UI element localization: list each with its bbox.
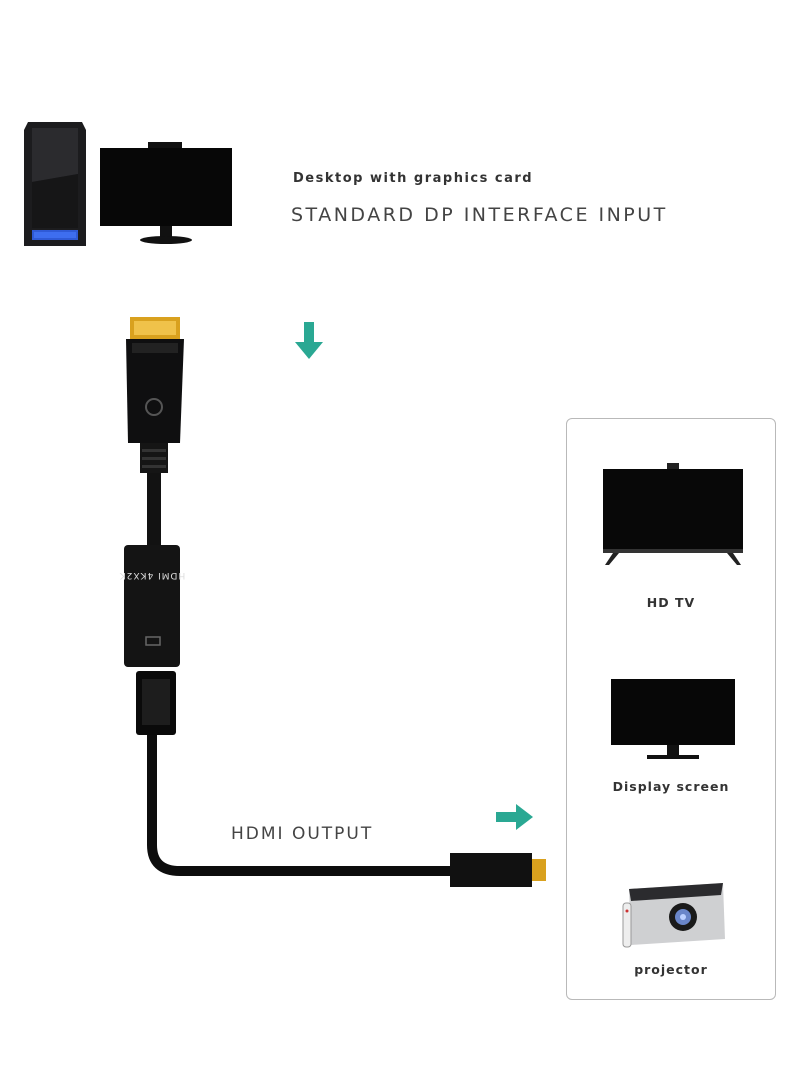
right-arrow-icon xyxy=(496,804,533,830)
device-label-projector: projector xyxy=(634,962,708,977)
header-subtitle: Desktop with graphics card xyxy=(293,171,534,186)
tv-icon xyxy=(603,463,743,565)
dp-to-hdmi-adapter xyxy=(124,317,546,887)
output-devices-panel: HD TV Display screen projector xyxy=(566,418,776,1000)
device-label-display-screen: Display screen xyxy=(612,779,730,794)
adapter-printed-text: HDMI 4KX2K xyxy=(118,570,186,580)
desktop-tower-icon xyxy=(24,122,86,246)
header-title: STANDARD DP INTERFACE INPUT xyxy=(291,204,668,226)
down-arrow-icon xyxy=(295,322,323,359)
hdmi-output-label: HDMI OUTPUT xyxy=(231,824,374,844)
projector-icon xyxy=(622,883,725,948)
desktop-monitor-icon xyxy=(100,142,232,244)
monitor-icon xyxy=(611,679,735,759)
device-label-hd-tv: HD TV xyxy=(646,595,696,610)
